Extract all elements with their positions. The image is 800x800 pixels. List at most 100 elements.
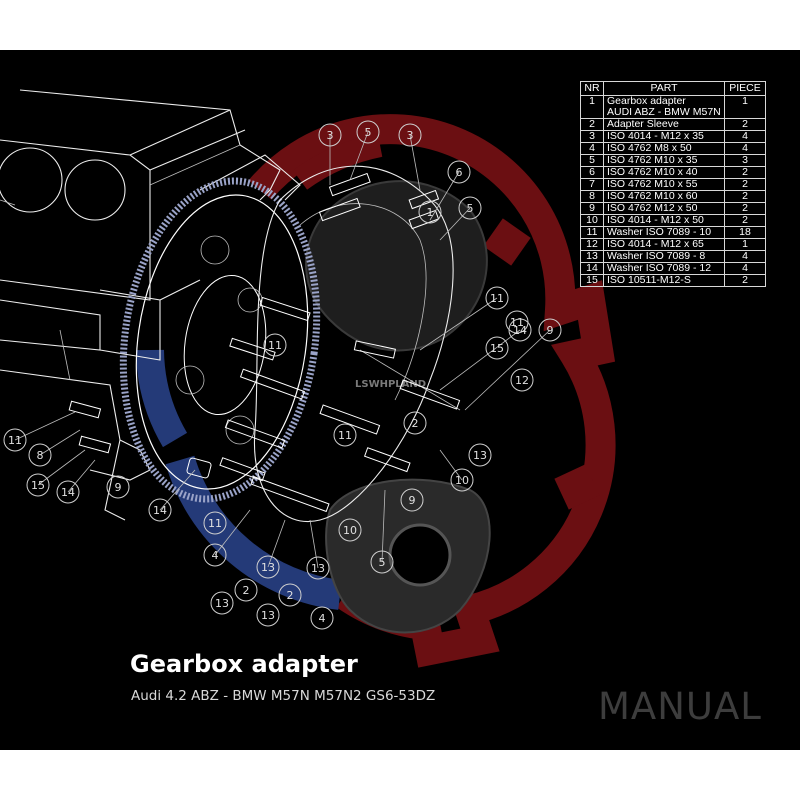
callout-5: 5 (370, 550, 394, 574)
leader-lines (14, 131, 551, 569)
callout-label: 4 (319, 612, 326, 625)
callout-label: 13 (473, 449, 487, 462)
callout-2: 2 (403, 411, 427, 435)
callout-circle (458, 196, 482, 220)
product-subtitle: Audi 4.2 ABZ - BMW M57N M57N2 GS6-53DZ (131, 688, 436, 704)
callout-label: 12 (515, 374, 529, 387)
callout-label: 9 (409, 494, 416, 507)
callout-4: 4 (310, 606, 334, 630)
callout-circle (203, 511, 227, 535)
callout-10: 10 (338, 518, 362, 542)
callout-10: 10 (450, 468, 474, 492)
bolt-set (68, 172, 461, 513)
table-cell-piece: 2 (724, 178, 766, 191)
callout-14: 14 (508, 318, 532, 342)
callout-13: 13 (256, 555, 280, 579)
callout-circle (338, 518, 362, 542)
callout-circle (106, 475, 130, 499)
callout-13: 13 (468, 443, 492, 467)
callout-label: 13 (261, 561, 275, 574)
table-cell-piece: 2 (724, 190, 766, 203)
callout-circle (318, 123, 342, 147)
callout-label: 11 (268, 339, 282, 352)
callout-label: 13 (215, 597, 229, 610)
table-cell-part: ISO 4762 M10 x 55 (603, 178, 725, 191)
table-cell-part: ISO 4762 M10 x 35 (603, 154, 725, 167)
callout-label: 2 (412, 417, 419, 430)
callout-label: 15 (490, 342, 504, 355)
table-cell-nr: 10 (580, 214, 604, 227)
table-cell-piece: 18 (724, 226, 766, 239)
column-header-nr: NR (580, 81, 604, 96)
callout-circle (3, 428, 27, 452)
callout-label: 1 (427, 206, 434, 219)
callout-label: 9 (115, 481, 122, 494)
callout-label: 14 (513, 324, 527, 337)
table-cell-part: ISO 4762 M10 x 40 (603, 166, 725, 179)
callout-label: 9 (547, 324, 554, 337)
callout-9: 9 (106, 475, 130, 499)
callout-5: 5 (356, 120, 380, 144)
callout-5: 5 (458, 196, 482, 220)
table-cell-nr: 14 (580, 262, 604, 275)
callout-circle (278, 583, 302, 607)
callout-14: 14 (56, 480, 80, 504)
brand-gear-logo: LSWHPLAND (136, 114, 616, 668)
table-cell-part: ISO 4014 - M12 x 65 (603, 238, 725, 251)
callout-circle (234, 578, 258, 602)
callout-15: 15 (485, 336, 509, 360)
parts-list-table: NR PART PIECE 1 Gearbox adapter AUDI ABZ… (580, 81, 766, 287)
callout-label: 5 (379, 556, 386, 569)
callout-1: 1 (418, 200, 442, 224)
callout-label: 4 (212, 549, 219, 562)
callout-11: 11 (203, 511, 227, 535)
table-cell-part: Washer ISO 7089 - 12 (603, 262, 725, 275)
adapter-plate-outline (253, 165, 461, 522)
callout-label: 10 (343, 524, 357, 537)
table-cell-piece: 2 (724, 214, 766, 227)
callout-circle (508, 318, 532, 342)
table-cell-piece: 2 (724, 202, 766, 215)
table-cell-nr: 4 (580, 142, 604, 155)
column-header-piece: PIECE (724, 81, 766, 96)
callout-circle (447, 160, 471, 184)
callout-circle (538, 318, 562, 342)
callout-label: 2 (287, 589, 294, 602)
table-cell-nr: 13 (580, 250, 604, 263)
callout-label: 10 (455, 474, 469, 487)
table-cell-part: Washer ISO 7089 - 10 (603, 226, 725, 239)
callout-2: 2 (234, 578, 258, 602)
callout-circle (418, 200, 442, 224)
table-cell-nr: 15 (580, 274, 604, 287)
callout-circle (26, 473, 50, 497)
table-cell-piece: 4 (724, 130, 766, 143)
callout-6: 6 (447, 160, 471, 184)
callout-circle (210, 591, 234, 615)
callout-label: 2 (243, 584, 250, 597)
part-line: AUDI ABZ - BMW M57N (607, 106, 721, 118)
callout-circle (485, 336, 509, 360)
callout-3: 3 (398, 123, 422, 147)
callout-circle (400, 488, 424, 512)
table-cell-nr: 12 (580, 238, 604, 251)
table-cell-part: Washer ISO 7089 - 8 (603, 250, 725, 263)
callout-circle (468, 443, 492, 467)
callout-label: 14 (61, 486, 75, 499)
callout-4: 4 (203, 543, 227, 567)
callout-circle (28, 443, 52, 467)
callout-label: 3 (327, 129, 334, 142)
callout-circle (56, 480, 80, 504)
table-cell-nr: 8 (580, 190, 604, 203)
table-cell-part: ISO 4762 M8 x 50 (603, 142, 725, 155)
callout-12: 12 (510, 368, 534, 392)
table-cell-piece: 3 (724, 154, 766, 167)
table-cell-piece: 2 (724, 118, 766, 131)
